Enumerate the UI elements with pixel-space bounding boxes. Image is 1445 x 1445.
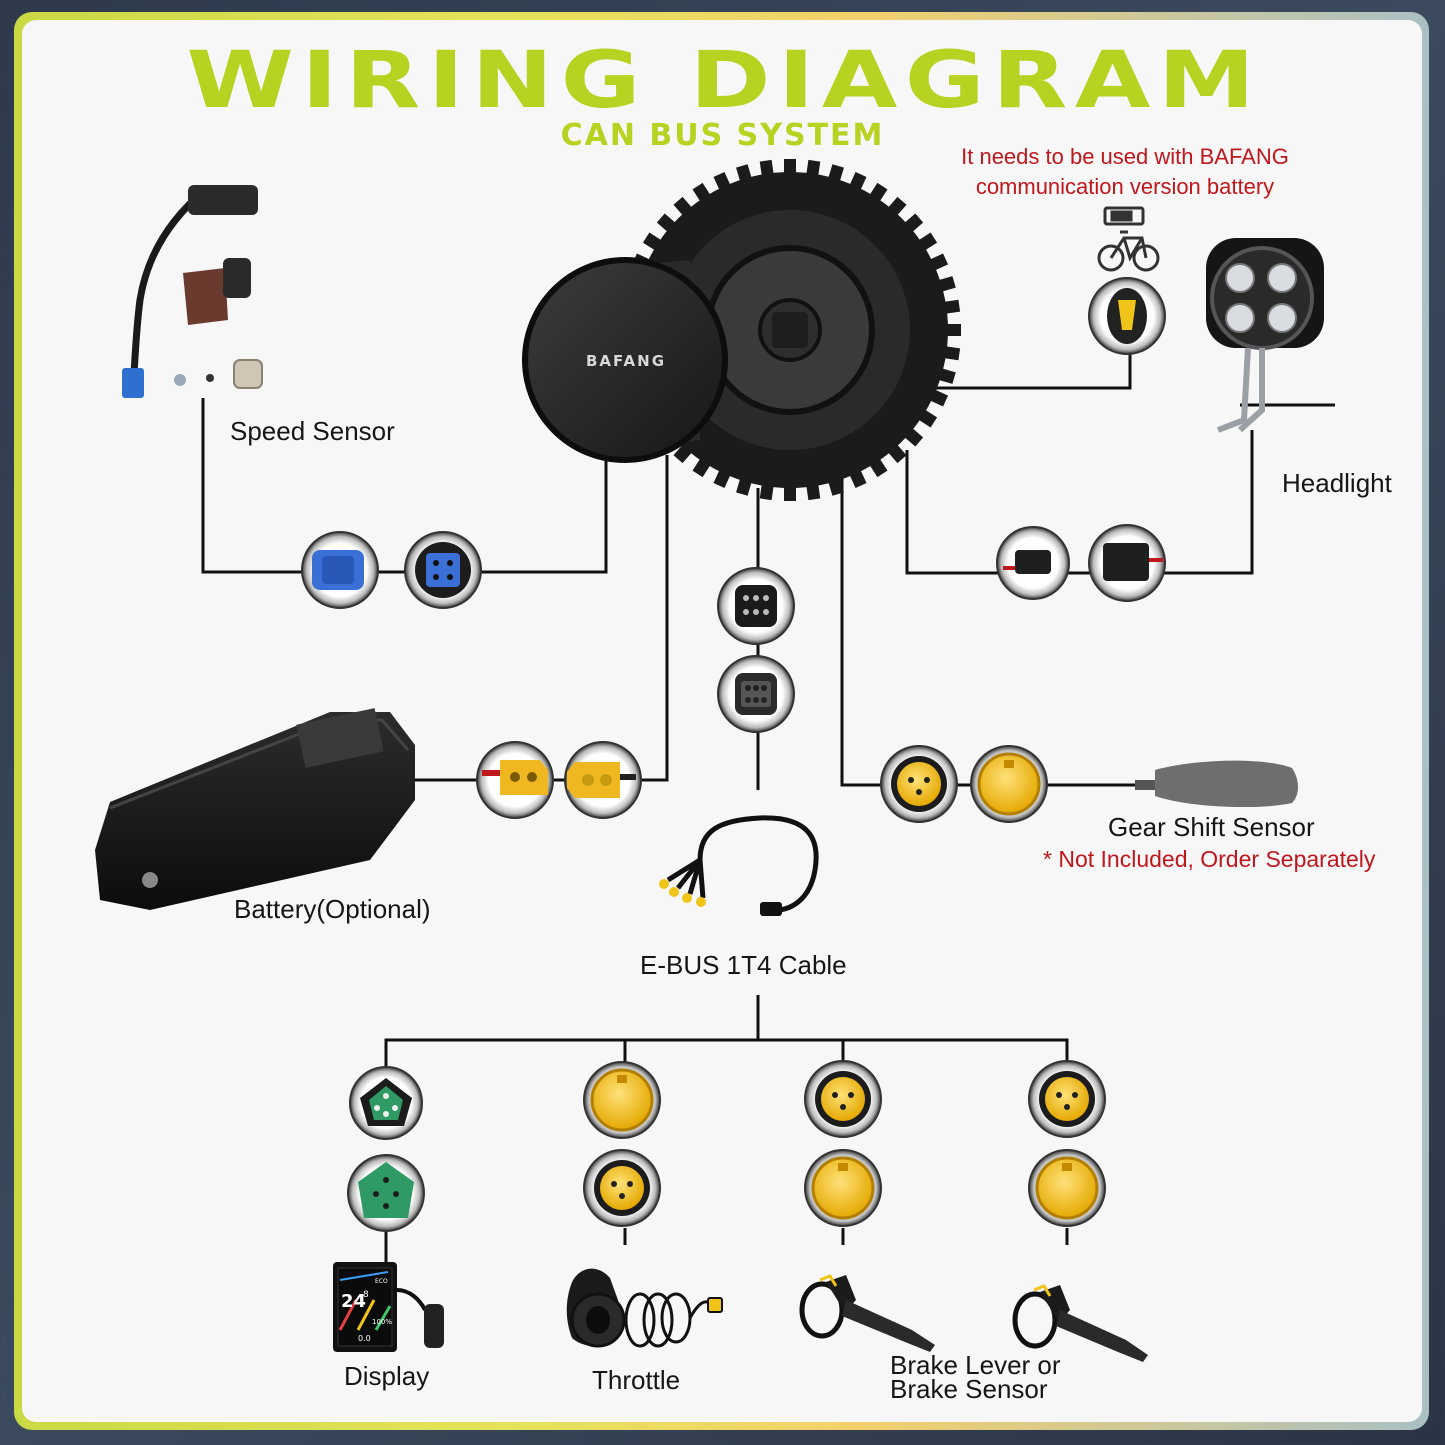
- brake-label-line-1: Brake Lever or: [890, 1350, 1061, 1380]
- headlight-connector-male: [996, 526, 1070, 600]
- chainring-tooth: [784, 487, 796, 501]
- chainring-tooth: [944, 299, 961, 314]
- chainring-tooth: [673, 196, 692, 216]
- chainring-tooth: [944, 346, 961, 361]
- chainring-tooth: [642, 232, 662, 251]
- battery-compatibility-note: It needs to be used with BAFANG communic…: [915, 142, 1335, 202]
- battery-note-line-2: communication version battery: [975, 174, 1275, 199]
- brake-label: Brake Lever or Brake Sensor: [890, 1350, 1061, 1404]
- chainring-tooth: [656, 213, 676, 232]
- battery-image: [95, 708, 415, 910]
- chainring-tooth: [692, 182, 711, 202]
- chainring-tooth: [849, 171, 867, 190]
- chainring-tooth: [888, 196, 907, 216]
- page-subtitle: CAN BUS SYSTEM: [560, 118, 885, 153]
- brake-label-line-2: Brake Sensor: [890, 1374, 1048, 1404]
- gear-shift-sensor-label: Gear Shift Sensor: [1108, 812, 1315, 842]
- ebus-cable-image: [659, 815, 819, 916]
- battery-label: Battery(Optional): [234, 894, 431, 924]
- brake1-connector-male: [804, 1149, 882, 1227]
- chainring-tooth: [806, 484, 821, 501]
- battery-connector-xt60-male: [564, 741, 642, 819]
- not-included-note: * Not Included, Order Separately: [1043, 846, 1376, 872]
- motor-brand-label: BAFANG: [586, 352, 666, 370]
- display-mode: ECO: [375, 1278, 388, 1285]
- brake1-connector-female: [804, 1060, 882, 1138]
- wire-battery: [415, 455, 669, 782]
- chainring-tooth: [713, 171, 731, 190]
- display-connector-female: [347, 1154, 425, 1232]
- page-title: WIRING DIAGRAM: [186, 36, 1263, 126]
- gear-shift-sensor-image: [1135, 760, 1298, 808]
- chainring-tooth: [759, 159, 774, 176]
- battery-note-line-1: It needs to be used with BAFANG: [961, 144, 1289, 169]
- chainring-tooth: [673, 444, 692, 464]
- brake2-connector-male: [1028, 1149, 1106, 1227]
- display-image: 24 8 ECO 100% 0.0: [333, 1262, 444, 1352]
- wire-gear-shift: [840, 470, 1135, 787]
- chainring-tooth: [869, 458, 888, 478]
- speed-sensor-image: [122, 185, 263, 398]
- chainring-tooth: [828, 478, 844, 496]
- throttle-label: Throttle: [592, 1365, 681, 1395]
- chainring-tooth: [713, 470, 731, 489]
- brake-lever-image-2: [1012, 1284, 1148, 1362]
- display-battery-pct: 100%: [372, 1318, 392, 1326]
- chainring-tooth: [888, 444, 907, 464]
- chainring-tooth: [938, 276, 956, 292]
- chainring-tooth: [938, 368, 956, 384]
- headlight-image: [1206, 238, 1324, 433]
- chainring-tooth: [918, 409, 938, 428]
- chainring-tooth: [930, 253, 949, 271]
- mid-drive-motor: BAFANG: [522, 159, 961, 501]
- wire-headlight: [905, 430, 1254, 575]
- speed-sensor-connector-male: [301, 531, 379, 609]
- throttle-connector-male: [583, 1061, 661, 1139]
- chainring-tooth: [736, 164, 752, 182]
- throttle-image: [566, 1268, 723, 1348]
- chainring-tooth: [918, 232, 938, 251]
- chainring-tooth: [869, 182, 888, 202]
- gear-shift-connector-female: [880, 745, 958, 823]
- headlight-connector-female: [1088, 524, 1166, 602]
- display-speed-decimal: 8: [363, 1290, 369, 1300]
- ebus-motor-connector-male: [717, 567, 795, 645]
- chainring-tooth: [692, 458, 711, 478]
- chainring-tooth: [849, 470, 867, 489]
- chainring-tooth: [930, 389, 949, 407]
- display-label: Display: [344, 1361, 430, 1391]
- wire-ebus-branch: [384, 1038, 1069, 1068]
- display-distance: 0.0: [358, 1334, 371, 1343]
- display-speed: 24: [341, 1291, 366, 1312]
- gear-shift-connector-male: [970, 745, 1048, 823]
- display-connector-male: [349, 1066, 423, 1140]
- chainring-tooth: [904, 213, 924, 232]
- battery-comm-icon-group: [1088, 206, 1166, 355]
- speed-sensor-connector-female: [404, 531, 482, 609]
- chainring-tooth: [784, 159, 796, 173]
- chainring-tooth: [947, 324, 961, 336]
- battery-connector-xt60-female: [476, 741, 554, 819]
- brake2-connector-female: [1028, 1060, 1106, 1138]
- brake-lever-image-1: [799, 1274, 935, 1352]
- chainring-tooth: [759, 484, 774, 501]
- headlight-label: Headlight: [1282, 468, 1392, 498]
- bike-battery-icon: [1097, 206, 1160, 272]
- chainring-tooth: [806, 159, 821, 176]
- battery-comm-connector: [1088, 277, 1166, 355]
- chainring-tooth: [904, 428, 924, 447]
- chainring-tooth: [828, 164, 844, 182]
- chainring-tooth: [736, 478, 752, 496]
- wire-battery-comm: [915, 350, 1132, 390]
- ebus-cable-label: E-BUS 1T4 Cable: [640, 950, 847, 980]
- speed-sensor-label: Speed Sensor: [230, 416, 395, 446]
- ebus-motor-connector-female: [717, 655, 795, 733]
- throttle-connector-female: [583, 1149, 661, 1227]
